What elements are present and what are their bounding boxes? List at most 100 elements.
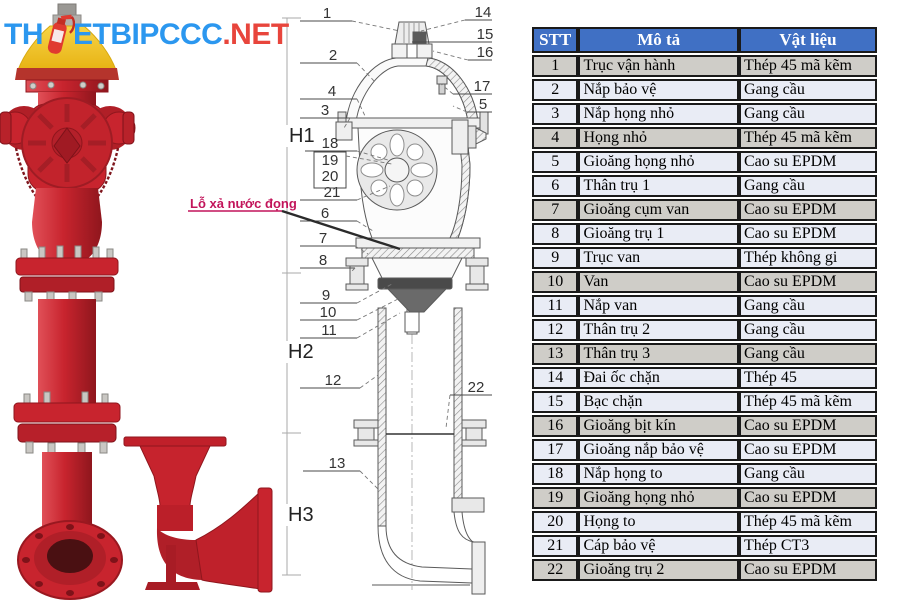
part-material: Thép 45 mã kẽm [738,391,877,413]
callout-9: 9 [322,287,330,304]
logo-text-3: .NET [222,18,289,51]
part-description: Nắp bảo vệ [578,79,739,101]
site-logo: TH ETBIPCCC.NET [4,14,289,66]
part-description: Nắp họng nhỏ [578,103,739,125]
upper-flange-joint [15,245,119,303]
part-number: 3 [532,103,579,125]
part-number: 19 [532,487,579,509]
part-material: Gang cầu [738,103,877,125]
part-material: Gang cầu [738,343,877,365]
callout-17: 17 [474,78,491,95]
part-description: Gioăng cụm van [578,199,739,221]
part-description: Bạc chặn [578,391,739,413]
part-material: Gang cầu [738,463,877,485]
col-header-description: Mô tả [578,27,739,53]
front-cover [21,97,113,189]
part-description: Van [578,271,739,293]
elbow-fitting [123,436,273,593]
part-description: Nắp họng to [578,463,739,485]
part-material: Gang cầu [738,175,877,197]
col-header-material: Vật liệu [738,27,877,53]
part-number: 16 [532,415,579,437]
lower-flange-joint [13,391,121,455]
part-material: Cao su EPDM [738,559,877,581]
part-material: Gang cầu [738,295,877,317]
part-number: 2 [532,79,579,101]
part-material: Cao su EPDM [738,487,877,509]
callout-15: 15 [477,26,494,43]
part-description: Gioăng trụ 2 [578,559,739,581]
barrel-pipe [38,299,96,405]
part-number: 21 [532,535,579,557]
callout-8: 8 [319,252,327,269]
callout-4: 4 [328,83,336,100]
part-number: 17 [532,439,579,461]
callout-19: 19 [322,152,339,169]
part-number: 22 [532,559,579,581]
hydrant-photo [0,3,273,600]
part-number: 7 [532,199,579,221]
callout-14: 14 [475,4,492,21]
part-material: Thép 45 [738,367,877,389]
col-header-stt: STT [532,27,579,53]
part-description: Họng nhỏ [578,127,739,149]
part-number: 10 [532,271,579,293]
drain-hole-label: Lỗ xả nước đọng [190,196,297,211]
part-number: 6 [532,175,579,197]
part-description: Gioăng họng nhỏ [578,151,739,173]
part-description: Thân trụ 3 [578,343,739,365]
callout-16: 16 [477,44,494,61]
callout-7: 7 [319,230,327,247]
logo-text-1: TH [4,18,44,51]
callout-2: 2 [329,47,337,64]
part-material: Thép không gi [738,247,877,269]
callout-12: 12 [325,372,342,389]
part-description: Gioăng nắp bảo vệ [578,439,739,461]
part-material: Thép 45 mã kẽm [738,127,877,149]
part-material: Cao su EPDM [738,415,877,437]
section-drawing [335,21,489,595]
part-material: Cao su EPDM [738,199,877,221]
part-number: 4 [532,127,579,149]
lower-body [32,188,102,258]
part-number: 12 [532,319,579,341]
part-number: 18 [532,463,579,485]
fire-extinguisher-icon [41,10,76,66]
callout-6: 6 [321,205,329,222]
part-description: Trục van [578,247,739,269]
part-number: 13 [532,343,579,365]
part-description: Gioăng họng nhỏ [578,487,739,509]
part-description: Thân trụ 1 [578,175,739,197]
part-description: Gioăng bịt kín [578,415,739,437]
part-number: 11 [532,295,579,317]
part-description: Họng to [578,511,739,533]
callout-5: 5 [479,96,487,113]
callout-13: 13 [329,455,346,472]
callout-10: 10 [320,304,337,321]
table-header-row: STT Mô tả Vật liệu [532,27,877,53]
callout-20: 20 [322,168,339,185]
logo-text-2: ETBIPCCC [73,18,223,51]
part-material: Cao su EPDM [738,271,877,293]
section-label-h1: H1 [289,125,315,147]
part-material: Thép 45 mã kẽm [738,511,877,533]
